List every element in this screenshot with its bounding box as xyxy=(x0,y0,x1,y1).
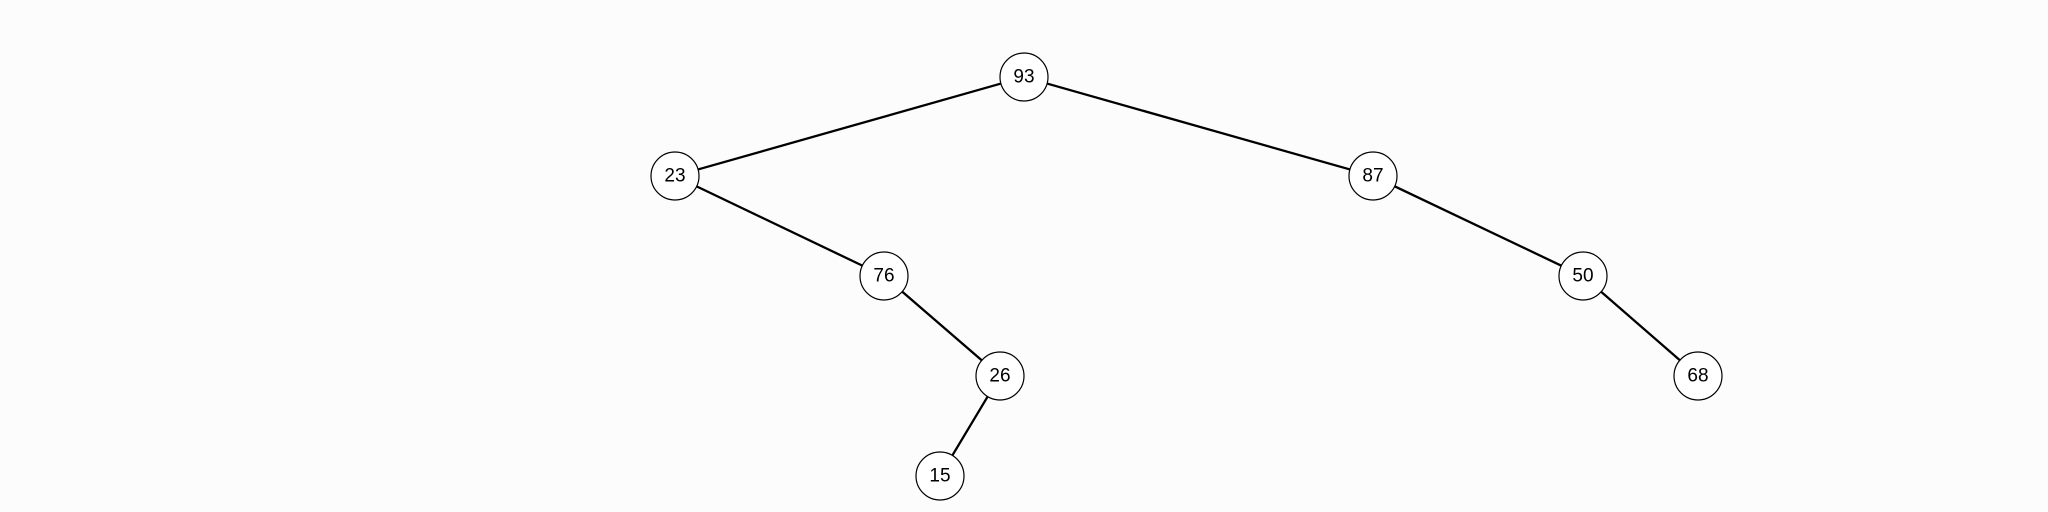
node-label: 76 xyxy=(873,266,894,287)
tree-node: 87 xyxy=(1348,151,1398,201)
edge-n93-n87 xyxy=(1046,82,1351,171)
tree-node: 26 xyxy=(975,351,1025,401)
edge-n87-n50 xyxy=(1394,185,1562,267)
tree-edges xyxy=(696,82,1681,457)
tree-node: 68 xyxy=(1673,351,1723,401)
edge-n93-n23 xyxy=(697,82,1002,171)
node-circle xyxy=(999,52,1049,102)
edge-n50-n68 xyxy=(1600,290,1681,362)
tree-node: 93 xyxy=(999,52,1049,102)
node-label: 93 xyxy=(1013,67,1034,88)
tree-node: 50 xyxy=(1558,251,1608,301)
node-circle xyxy=(1348,151,1398,201)
tree-node: 15 xyxy=(915,451,965,501)
node-circle xyxy=(1673,351,1723,401)
node-label: 87 xyxy=(1362,166,1383,187)
node-circle xyxy=(915,451,965,501)
node-label: 23 xyxy=(664,166,685,187)
tree-node: 23 xyxy=(650,151,700,201)
node-circle xyxy=(859,251,909,301)
node-circle xyxy=(650,151,700,201)
node-circle xyxy=(975,351,1025,401)
edge-n23-n76 xyxy=(696,185,863,267)
edge-n26-n15 xyxy=(951,395,989,457)
node-label: 15 xyxy=(929,466,950,487)
node-label: 50 xyxy=(1572,266,1593,287)
tree-node: 76 xyxy=(859,251,909,301)
node-circle xyxy=(1558,251,1608,301)
tree-nodes: 93 23 87 76 50 26 68 15 xyxy=(650,52,1723,501)
node-label: 68 xyxy=(1687,366,1708,387)
node-label: 26 xyxy=(989,366,1010,387)
edge-n76-n26 xyxy=(901,290,983,362)
